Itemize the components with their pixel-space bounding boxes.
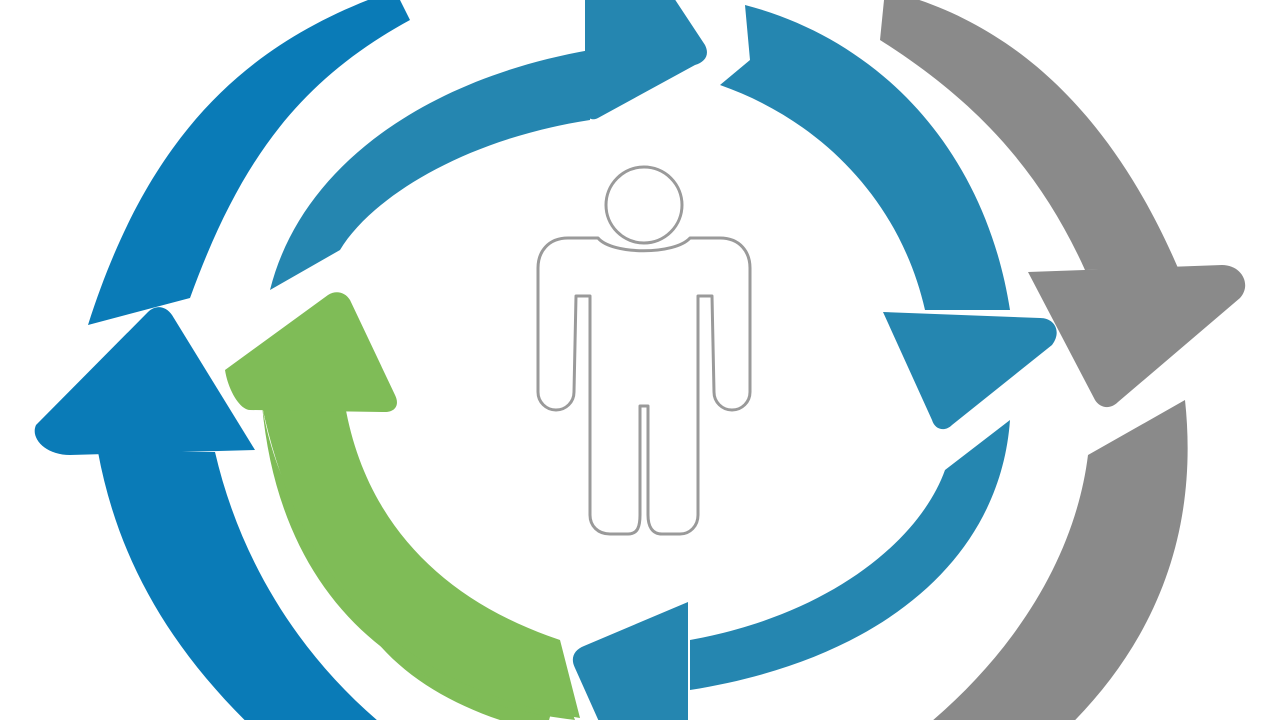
inner-right-arrow-body: [720, 5, 1010, 310]
inner-top-arrow: [270, 0, 707, 290]
inner-right-arrow: [720, 5, 1057, 430]
outer-right-arrow-lower-body: [933, 400, 1188, 720]
inner-bottom-arrow: [572, 420, 1010, 720]
person-body: [536, 236, 752, 536]
inner-bottom-arrow-head: [572, 602, 688, 720]
outer-left-arrow-head: [34, 307, 255, 455]
inner-bottom-arrow-body: [690, 420, 1010, 690]
outer-right-arrow-body: [880, 0, 1178, 270]
person-head: [604, 165, 684, 245]
outer-right-arrow: [880, 0, 1246, 720]
inner-left-arrow: [225, 292, 580, 720]
outer-left-arrow-body: [88, 0, 410, 325]
outer-right-arrow-head: [1028, 265, 1246, 408]
inner-top-arrow-body: [270, 50, 590, 290]
outer-left-arrow-lower-body: [98, 452, 377, 720]
outer-left-arrow: [34, 0, 410, 720]
person-outline-icon: [536, 165, 752, 536]
inner-top-arrow-head: [585, 0, 707, 120]
inner-right-arrow-head: [883, 312, 1057, 430]
inner-left-arrow-head: [225, 292, 397, 412]
inner-left-arrow-main: [262, 405, 580, 718]
